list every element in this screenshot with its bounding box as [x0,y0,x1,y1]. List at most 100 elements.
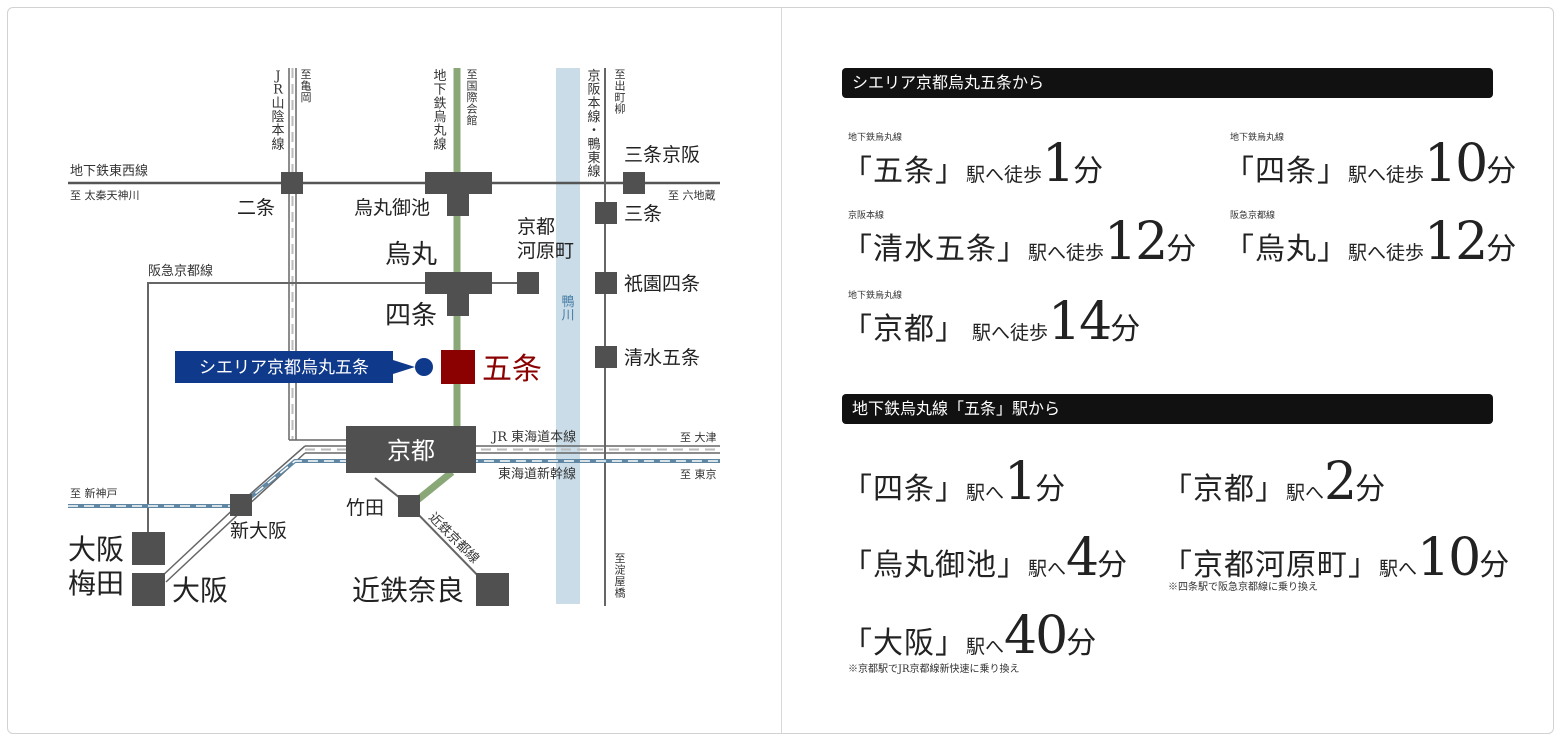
label-shinkobe: 至 新神戸 [70,486,118,500]
label-keihan: 京阪本線・鴨東線 [587,69,600,180]
train-item-4: 「大阪」駅へ40分 [842,606,1097,666]
hankyu-line [147,282,530,536]
train-station-2: 「烏丸御池」 [842,548,1028,583]
label-kiyomizu-gojo: 清水五条 [624,347,700,369]
station-kyoto-kawaramachi[interactable] [517,272,539,294]
station-shijo-v[interactable] [447,272,469,316]
label-shin-osaka: 新大阪 [230,520,287,542]
label-otsu: 至 大津 [680,430,717,444]
label-gojo: 五条 [482,352,542,387]
walk-unit-3: 分 [1486,232,1518,267]
walk-unit-0: 分 [1073,154,1105,189]
walk-heading: シエリア京都烏丸五条から [842,68,1493,98]
train-item-3: 「京都河原町」駅へ10分 [1162,528,1510,588]
train-num-0: 1 [1004,452,1037,512]
walk-unit-4: 分 [1110,312,1142,347]
walk-line-1: 地下鉄烏丸線 [1230,133,1285,143]
river-label: 鴨川 [561,295,574,324]
train-item-1: 「京都」駅へ2分 [1162,452,1386,512]
station-osaka-umeda[interactable] [132,532,165,565]
train-unit-4: 分 [1066,626,1098,661]
walk-station-2: 「清水五条」 [842,232,1028,267]
property-marker[interactable]: シエリア京都烏丸五条 [175,351,433,383]
station-kiyomizu-gojo[interactable] [595,346,617,368]
train-item-0: 「四条」駅へ1分 [842,452,1066,512]
walk-line-3: 阪急京都線 [1230,211,1276,221]
station-takeda[interactable] [398,495,420,517]
label-takeda: 竹田 [346,497,384,519]
label-kameoka: 至亀岡 [301,68,312,104]
label-karasuma-oike: 烏丸御池 [354,197,430,219]
station-kyoto[interactable] [346,426,476,473]
kamo-river [556,68,580,604]
label-osaka-umeda: 大阪梅田 [68,533,124,600]
train-station-3: 「京都河原町」 [1162,548,1379,583]
station-kintetsu-nara[interactable] [476,573,509,606]
walk-item-0: 「五条」駅へ徒歩1分 [842,134,1104,194]
label-hankyu: 阪急京都線 [148,263,213,279]
walk-station-4: 「京都」 [842,312,966,347]
train-mid-4: 駅へ [966,636,1005,658]
station-sanjo-keihan[interactable] [623,172,645,194]
walk-unit-1: 分 [1486,154,1518,189]
train-unit-3: 分 [1479,548,1511,583]
train-heading: 地下鉄烏丸線「五条」駅から [842,394,1493,424]
station-gojo[interactable] [441,350,475,384]
walk-num-4: 14 [1048,292,1112,352]
label-shinkansen: 東海道新幹線 [498,466,576,482]
train-unit-1: 分 [1355,472,1387,507]
walk-mid-3: 駅へ徒歩 [1348,242,1425,264]
train-num-3: 10 [1417,528,1481,588]
station-karasuma-oike-v[interactable] [447,172,469,216]
label-osaka: 大阪 [172,574,228,607]
jr-sanin-line [288,68,350,441]
walk-mid-2: 駅へ徒歩 [1028,242,1105,264]
walk-mid-1: 駅へ徒歩 [1348,164,1425,186]
label-demachi: 至出町柳 [615,68,626,116]
train-station-1: 「京都」 [1162,472,1286,507]
walk-num-3: 12 [1424,212,1488,272]
station-nijo[interactable] [281,172,303,194]
access-panel: シエリア京都烏丸五条から 地下鉄烏丸線 「五条」駅へ徒歩1分 地下鉄烏丸線 「四… [782,8,1552,733]
station-sanjo[interactable] [595,202,617,224]
walk-station-1: 「四条」 [1224,154,1348,189]
walk-num-1: 10 [1424,134,1488,194]
walk-line-2: 京阪本線 [848,211,885,221]
walk-num-0: 1 [1042,134,1075,194]
label-tokyo: 至 東京 [680,467,717,481]
walk-item-2: 「清水五条」駅へ徒歩12分 [842,212,1197,272]
label-shijo: 四条 [385,301,437,331]
train-num-4: 40 [1004,606,1068,666]
label-kyoto-kawaramachi: 京都河原町 [517,216,574,262]
label-kintetsu: 近鉄京都線 [425,510,482,567]
walk-line-4: 地下鉄烏丸線 [848,291,903,301]
train-note-3: ※四条駅で阪急京都線に乗り換え [1168,582,1318,593]
label-gion-shijo: 祇園四条 [624,273,700,295]
train-mid-1: 駅へ [1286,482,1325,504]
train-num-2: 4 [1066,528,1099,588]
label-karasuma: 烏丸 [385,240,437,270]
train-unit-0: 分 [1035,472,1067,507]
label-jr-tokaido: JR 東海道本線 [490,429,576,445]
walk-num-2: 12 [1104,212,1168,272]
walk-unit-2: 分 [1166,232,1198,267]
train-item-2: 「烏丸御池」駅へ4分 [842,528,1128,588]
divider [781,8,782,733]
walk-item-3: 「烏丸」駅へ徒歩12分 [1224,212,1517,272]
label-kokusai: 至国際会館 [467,68,478,127]
walk-mid-0: 駅へ徒歩 [966,164,1043,186]
station-gion-shijo[interactable] [595,272,617,294]
train-mid-3: 駅へ [1379,558,1418,580]
station-osaka[interactable] [132,573,165,606]
label-kyoto: 京都 [387,437,435,465]
label-nijo: 二条 [237,197,275,219]
station-shin-osaka[interactable] [230,494,252,516]
label-yodoyabashi: 至淀屋橋 [615,552,626,600]
train-note-4: ※京都駅でJR京都線新快速に乗り換え [848,664,1020,675]
route-map: 鴨川 [68,68,720,607]
walk-station-3: 「烏丸」 [1224,232,1348,267]
label-karasuma-line: 地下鉄烏丸線 [433,69,446,152]
shinkansen-line [68,459,720,508]
walk-item-4: 「京都」 駅へ徒歩14分 [842,292,1141,352]
train-unit-2: 分 [1097,548,1129,583]
